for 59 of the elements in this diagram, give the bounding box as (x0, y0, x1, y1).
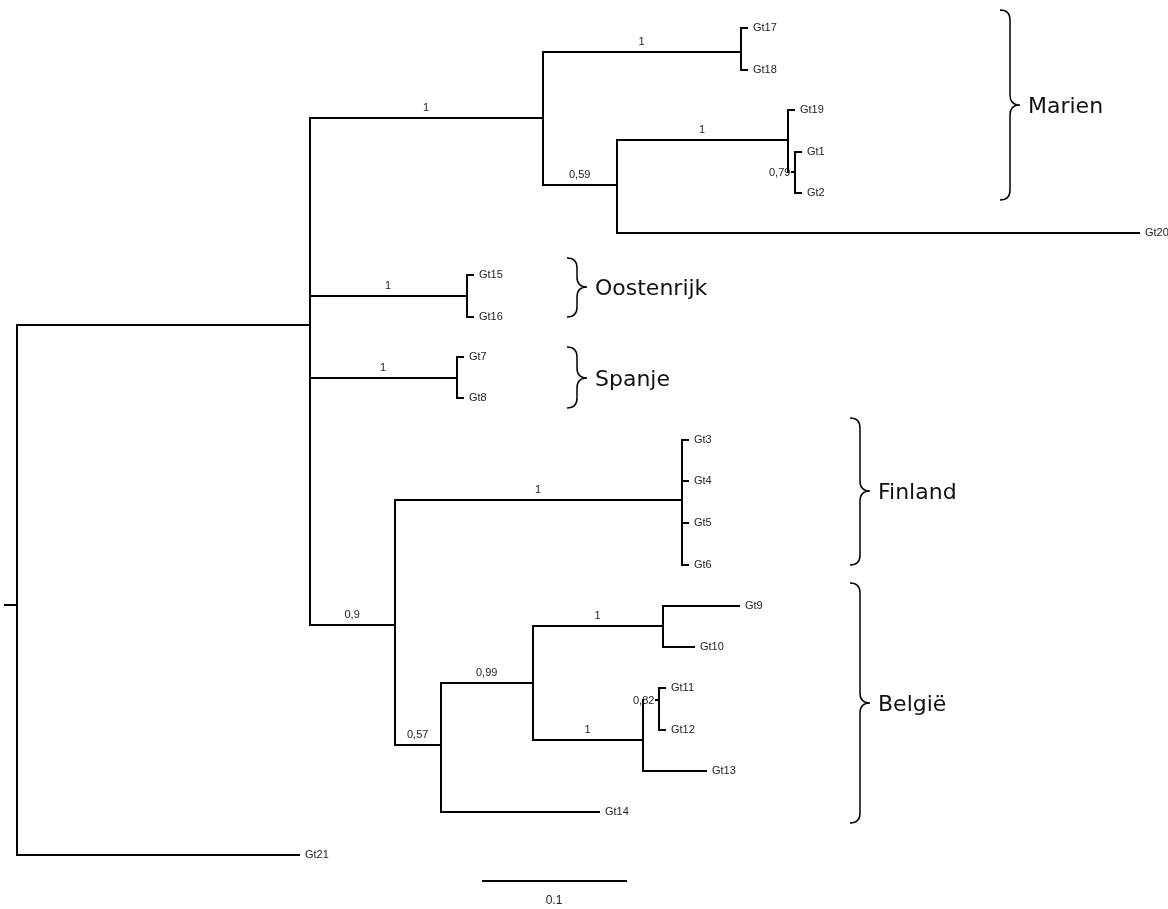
support-value: 0,59 (568, 168, 592, 180)
taxon-label: Gt17 (748, 20, 777, 34)
taxon-label: Gt6 (689, 557, 712, 571)
taxon-label: Gt7 (464, 349, 487, 363)
taxon-label: Gt15 (474, 267, 503, 281)
taxon-label: Gt18 (748, 62, 777, 76)
branch-line (309, 624, 395, 626)
branch-line (394, 499, 682, 501)
group-label: Marien (1028, 92, 1104, 118)
group-label: Finland (878, 478, 957, 504)
taxon-label: Gt12 (666, 722, 695, 736)
support-value: 1 (637, 35, 646, 47)
support-value: 1 (422, 101, 431, 113)
support-value: 0,99 (475, 666, 499, 678)
support-value: 1 (384, 279, 393, 291)
branch-line (542, 51, 741, 53)
branch-line (394, 744, 441, 746)
branch-line (642, 770, 708, 772)
scale-label: 0.1 (545, 893, 563, 907)
group-label: België (878, 690, 947, 716)
taxon-label: Gt16 (474, 309, 503, 323)
taxon-label: Gt4 (689, 473, 712, 487)
taxon-label: Gt14 (600, 804, 629, 818)
branch-line (532, 625, 663, 627)
taxon-label: Gt13 (707, 763, 736, 777)
taxon-label: Gt10 (695, 639, 724, 653)
taxon-label: Gt3 (689, 432, 712, 446)
taxon-label: Gt8 (464, 390, 487, 404)
branch-line (309, 377, 457, 379)
branch-line (16, 324, 310, 326)
support-value: 1 (534, 483, 543, 495)
support-value: 1 (583, 723, 592, 735)
branch-line (616, 232, 1141, 234)
taxon-label: Gt5 (689, 515, 712, 529)
branch-line (440, 811, 601, 813)
taxon-label: Gt20 (1140, 225, 1168, 239)
branch-line (3, 604, 17, 606)
taxon-label: Gt1 (802, 144, 825, 158)
support-value: 1 (379, 361, 388, 373)
taxon-label: Gt9 (740, 598, 763, 612)
branch-line (532, 739, 643, 741)
support-value: 1 (593, 609, 602, 621)
taxon-label: Gt2 (802, 185, 825, 199)
branch-line (662, 646, 696, 648)
taxon-label: Gt21 (300, 847, 329, 861)
branch-line (542, 184, 617, 186)
branch-line (662, 605, 741, 607)
support-value: 1 (698, 123, 707, 135)
taxon-label: Gt19 (795, 102, 824, 116)
support-value: 0,57 (406, 728, 430, 740)
branch-line (309, 295, 467, 297)
group-label: Spanje (595, 365, 670, 391)
branch-line (440, 682, 533, 684)
branch-line (16, 854, 301, 856)
group-label: Oostenrijk (595, 274, 708, 300)
support-value: 0,9 (343, 608, 361, 620)
branch-line (309, 117, 543, 119)
taxon-label: Gt11 (666, 680, 695, 694)
branch-line (616, 139, 788, 141)
